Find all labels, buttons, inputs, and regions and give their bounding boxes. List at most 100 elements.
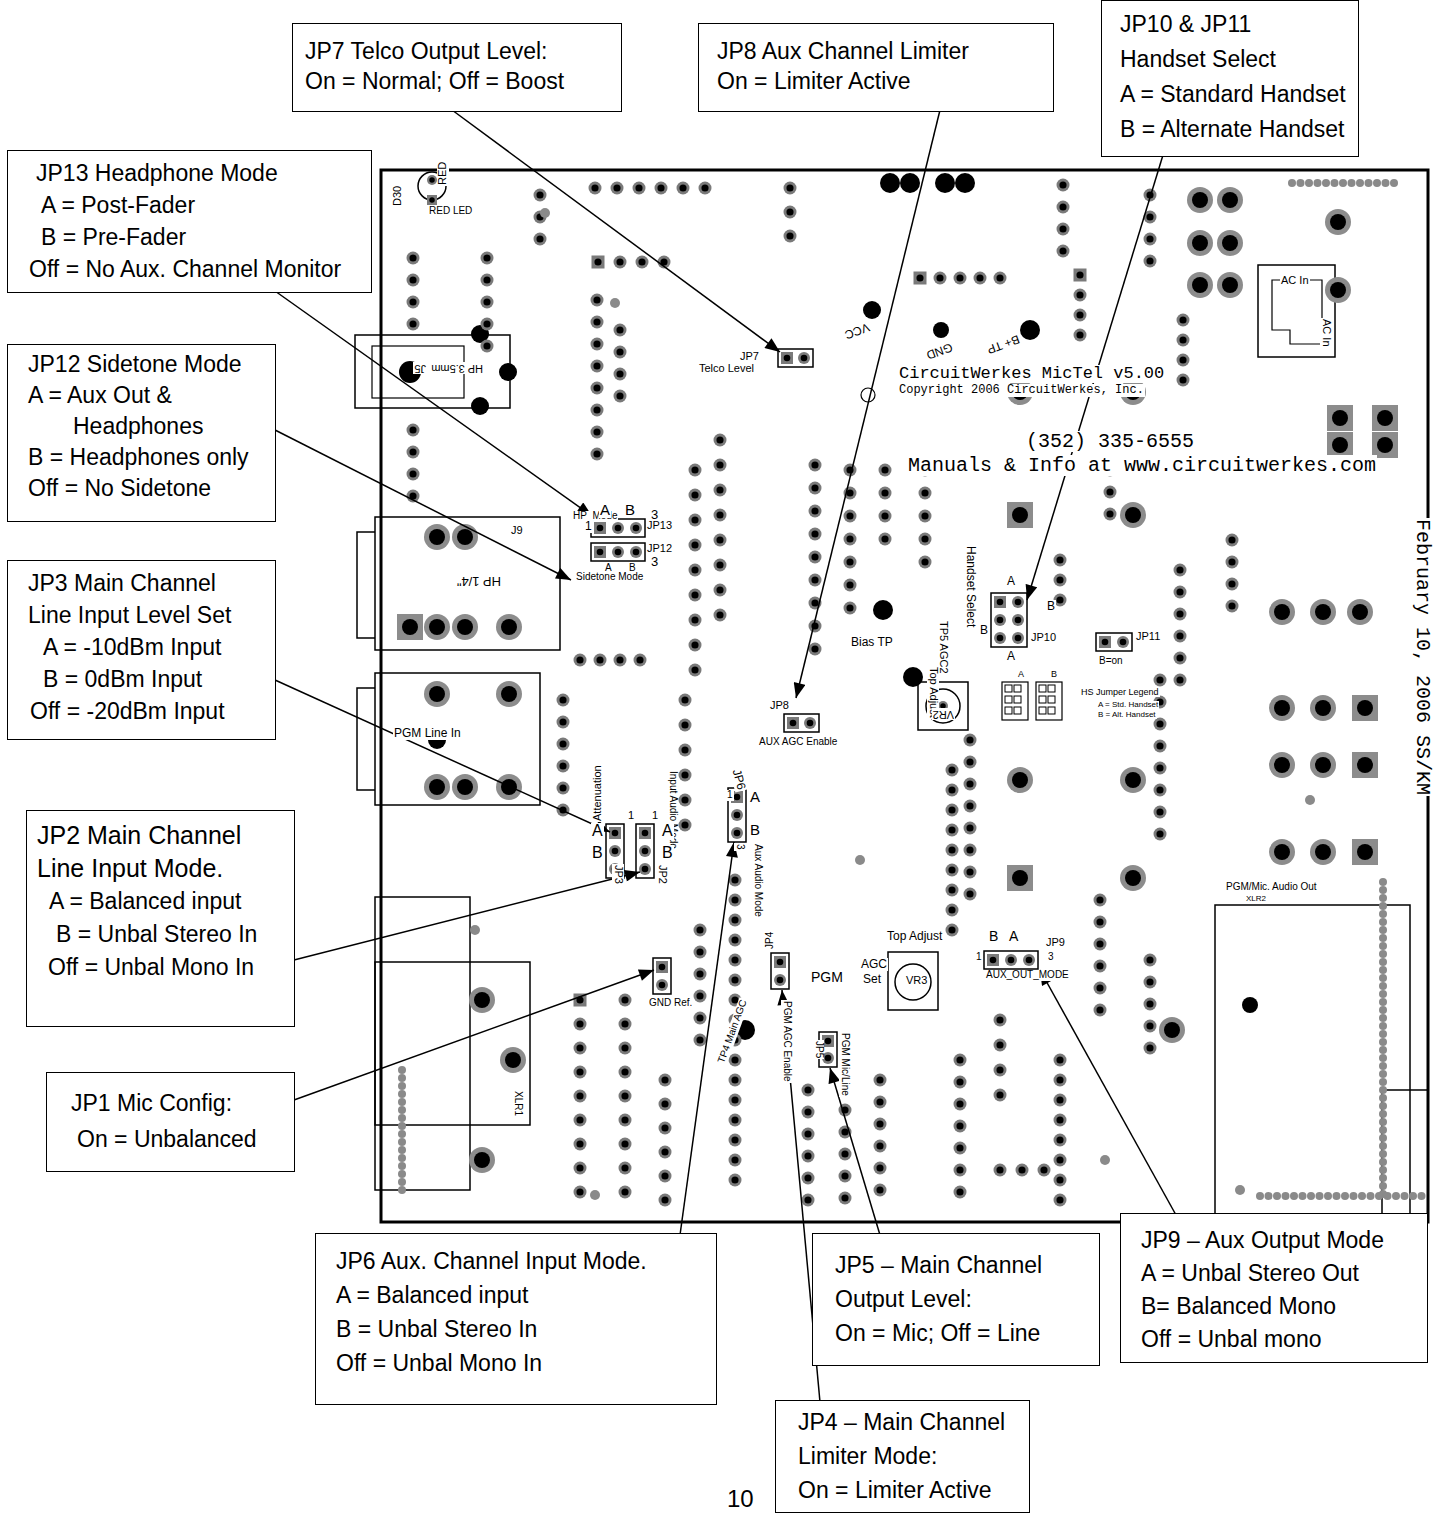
header-pin <box>1379 1102 1387 1110</box>
big-square-pad <box>1007 865 1033 891</box>
pad-hole <box>966 868 973 875</box>
pad <box>630 522 642 534</box>
pad-hole <box>956 1078 963 1085</box>
pad <box>1174 564 1187 577</box>
pad-hole <box>409 298 416 305</box>
big-pad <box>452 524 478 550</box>
pad <box>612 546 624 558</box>
big-pad-hole <box>1315 604 1331 620</box>
pad-hole <box>576 1020 583 1027</box>
pad-hole <box>731 956 738 963</box>
pad <box>614 390 627 403</box>
big-pad <box>1269 695 1295 721</box>
header-pin <box>1305 179 1313 187</box>
big-pad-hole <box>1315 757 1331 773</box>
pad <box>974 272 987 285</box>
pad <box>1154 740 1167 753</box>
outline <box>784 714 819 732</box>
pad-hole <box>559 784 566 791</box>
via <box>610 298 620 308</box>
pad <box>407 252 420 265</box>
header-pin <box>1379 1062 1387 1070</box>
callout-heading: JP10 & JP11 <box>1102 7 1350 42</box>
pad-hole <box>1008 957 1015 964</box>
big-pad-hole <box>1274 700 1290 716</box>
pad <box>946 784 959 797</box>
pad <box>1054 1174 1067 1187</box>
callout-box: JP12 Sidetone ModeA = Aux Out & Headphon… <box>7 344 276 522</box>
pad-hole <box>483 276 490 283</box>
pad-hole <box>1176 566 1183 573</box>
pad-hole <box>1040 1166 1047 1173</box>
pad-hole <box>612 848 619 855</box>
pad <box>574 1066 587 1079</box>
pad <box>1094 894 1107 907</box>
pad-hole <box>936 274 943 281</box>
callout-heading: JP5 – Main Channel <box>813 1248 1091 1282</box>
pad <box>879 533 892 546</box>
callout-box: JP7 Telco Output Level:On = Normal; Off … <box>292 23 622 112</box>
pad <box>844 510 857 523</box>
pad <box>689 539 702 552</box>
pad-hole <box>990 957 997 964</box>
board-label: AC In <box>1320 318 1332 348</box>
pad <box>729 894 742 907</box>
pad-hole <box>956 1100 963 1107</box>
big-pad-hole <box>505 1052 521 1068</box>
pad-hole <box>1056 1196 1063 1203</box>
pad-hole <box>1096 984 1103 991</box>
pad <box>557 716 570 729</box>
outline <box>918 682 968 730</box>
pad <box>1054 1154 1067 1167</box>
big-pad-hole <box>1012 507 1028 523</box>
pad-hole <box>615 525 622 532</box>
pad-hole <box>807 720 814 727</box>
pad-hole <box>784 355 791 362</box>
pad <box>1057 201 1070 214</box>
pad <box>946 764 959 777</box>
pad <box>731 809 743 821</box>
pad <box>1012 614 1024 626</box>
header-pin <box>1390 179 1398 187</box>
header-pin <box>1379 1094 1387 1102</box>
outline <box>984 951 1038 969</box>
pad-hole <box>559 740 566 747</box>
big-pad <box>1269 752 1295 778</box>
callout-text: On = Normal; Off = Boost <box>293 66 613 96</box>
board-label: JP10 <box>1030 632 1057 644</box>
board-label: JP5 <box>814 1040 825 1059</box>
callout-heading: JP1 Mic Config: <box>47 1085 286 1121</box>
big-square-pad <box>397 614 423 640</box>
pad-hole <box>661 1100 668 1107</box>
pad-hole <box>681 696 688 703</box>
header-pin <box>1379 902 1387 910</box>
test-point <box>880 173 900 193</box>
pad <box>802 1084 815 1097</box>
callout-text: B = Unbal Stereo In <box>27 918 286 951</box>
board-label: JP11 <box>1135 631 1161 643</box>
pad-hole <box>786 232 793 239</box>
pad <box>655 182 668 195</box>
pad-hole <box>616 258 623 265</box>
big-pad-hole <box>1274 604 1290 620</box>
square-pad <box>609 827 621 839</box>
callout-box: JP3 Main ChannelLine Input Level SetA = … <box>7 560 276 740</box>
pad <box>694 1012 707 1025</box>
via <box>1235 1185 1245 1195</box>
pad-hole <box>1176 632 1183 639</box>
pad <box>407 274 420 287</box>
callout-heading: JP12 Sidetone Mode <box>8 349 267 380</box>
pad <box>946 824 959 837</box>
pad <box>619 1162 632 1175</box>
square-pad <box>1099 636 1111 648</box>
pad <box>619 994 632 1007</box>
pad-hole <box>1106 488 1113 495</box>
pad-hole <box>612 830 619 837</box>
pad <box>809 459 822 472</box>
pad-hole <box>621 1092 628 1099</box>
callout-heading: JP8 Aux Channel Limiter <box>699 36 1045 66</box>
pad-hole <box>633 549 640 556</box>
pad <box>1038 1164 1051 1177</box>
pad <box>689 514 702 527</box>
header-pin <box>1379 878 1387 886</box>
